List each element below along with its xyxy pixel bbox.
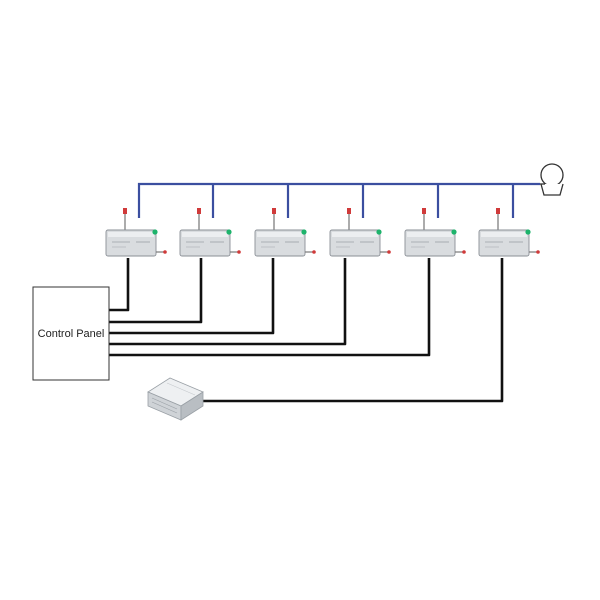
detector-unit: [179, 208, 241, 257]
output-port-tip: [312, 250, 316, 254]
status-led-icon: [226, 229, 232, 235]
output-port-tip: [163, 250, 167, 254]
probe-tip: [123, 208, 127, 214]
output-port-tip: [462, 250, 466, 254]
cable-6: [200, 258, 504, 403]
cable-1: [109, 258, 130, 312]
detector-unit: [254, 208, 316, 257]
detector-unit: [404, 208, 466, 257]
power-supply-icon: [147, 377, 204, 421]
detector-top-band: [257, 232, 303, 237]
pump-icon: [540, 163, 564, 196]
cable-5: [109, 258, 431, 357]
cable-2: [109, 258, 203, 324]
detector-unit: [105, 208, 167, 257]
detector-top-band: [332, 232, 378, 237]
status-led-icon: [451, 229, 457, 235]
detector-top-band: [108, 232, 154, 237]
control-panel: Control Panel: [32, 286, 110, 381]
cable-4: [109, 258, 347, 346]
detector-unit: [329, 208, 391, 257]
detector-unit: [478, 208, 540, 257]
control-panel-box: [32, 286, 110, 381]
status-led-icon: [301, 229, 307, 235]
status-led-icon: [376, 229, 382, 235]
detector-row: [105, 208, 540, 257]
probe-tip: [272, 208, 276, 214]
wiring: [109, 258, 504, 403]
pipe-network: [137, 182, 540, 218]
probe-tip: [197, 208, 201, 214]
probe-tip: [496, 208, 500, 214]
control-panel-label: Control Panel: [38, 328, 105, 340]
output-port-tip: [536, 250, 540, 254]
probe-tip: [422, 208, 426, 214]
detector-top-band: [407, 232, 453, 237]
pipe-main: [137, 182, 540, 218]
status-led-icon: [525, 229, 531, 235]
detector-top-band: [182, 232, 228, 237]
output-port-tip: [387, 250, 391, 254]
cable-3: [109, 258, 275, 335]
detector-top-band: [481, 232, 527, 237]
probe-tip: [347, 208, 351, 214]
output-port-tip: [237, 250, 241, 254]
status-led-icon: [152, 229, 158, 235]
